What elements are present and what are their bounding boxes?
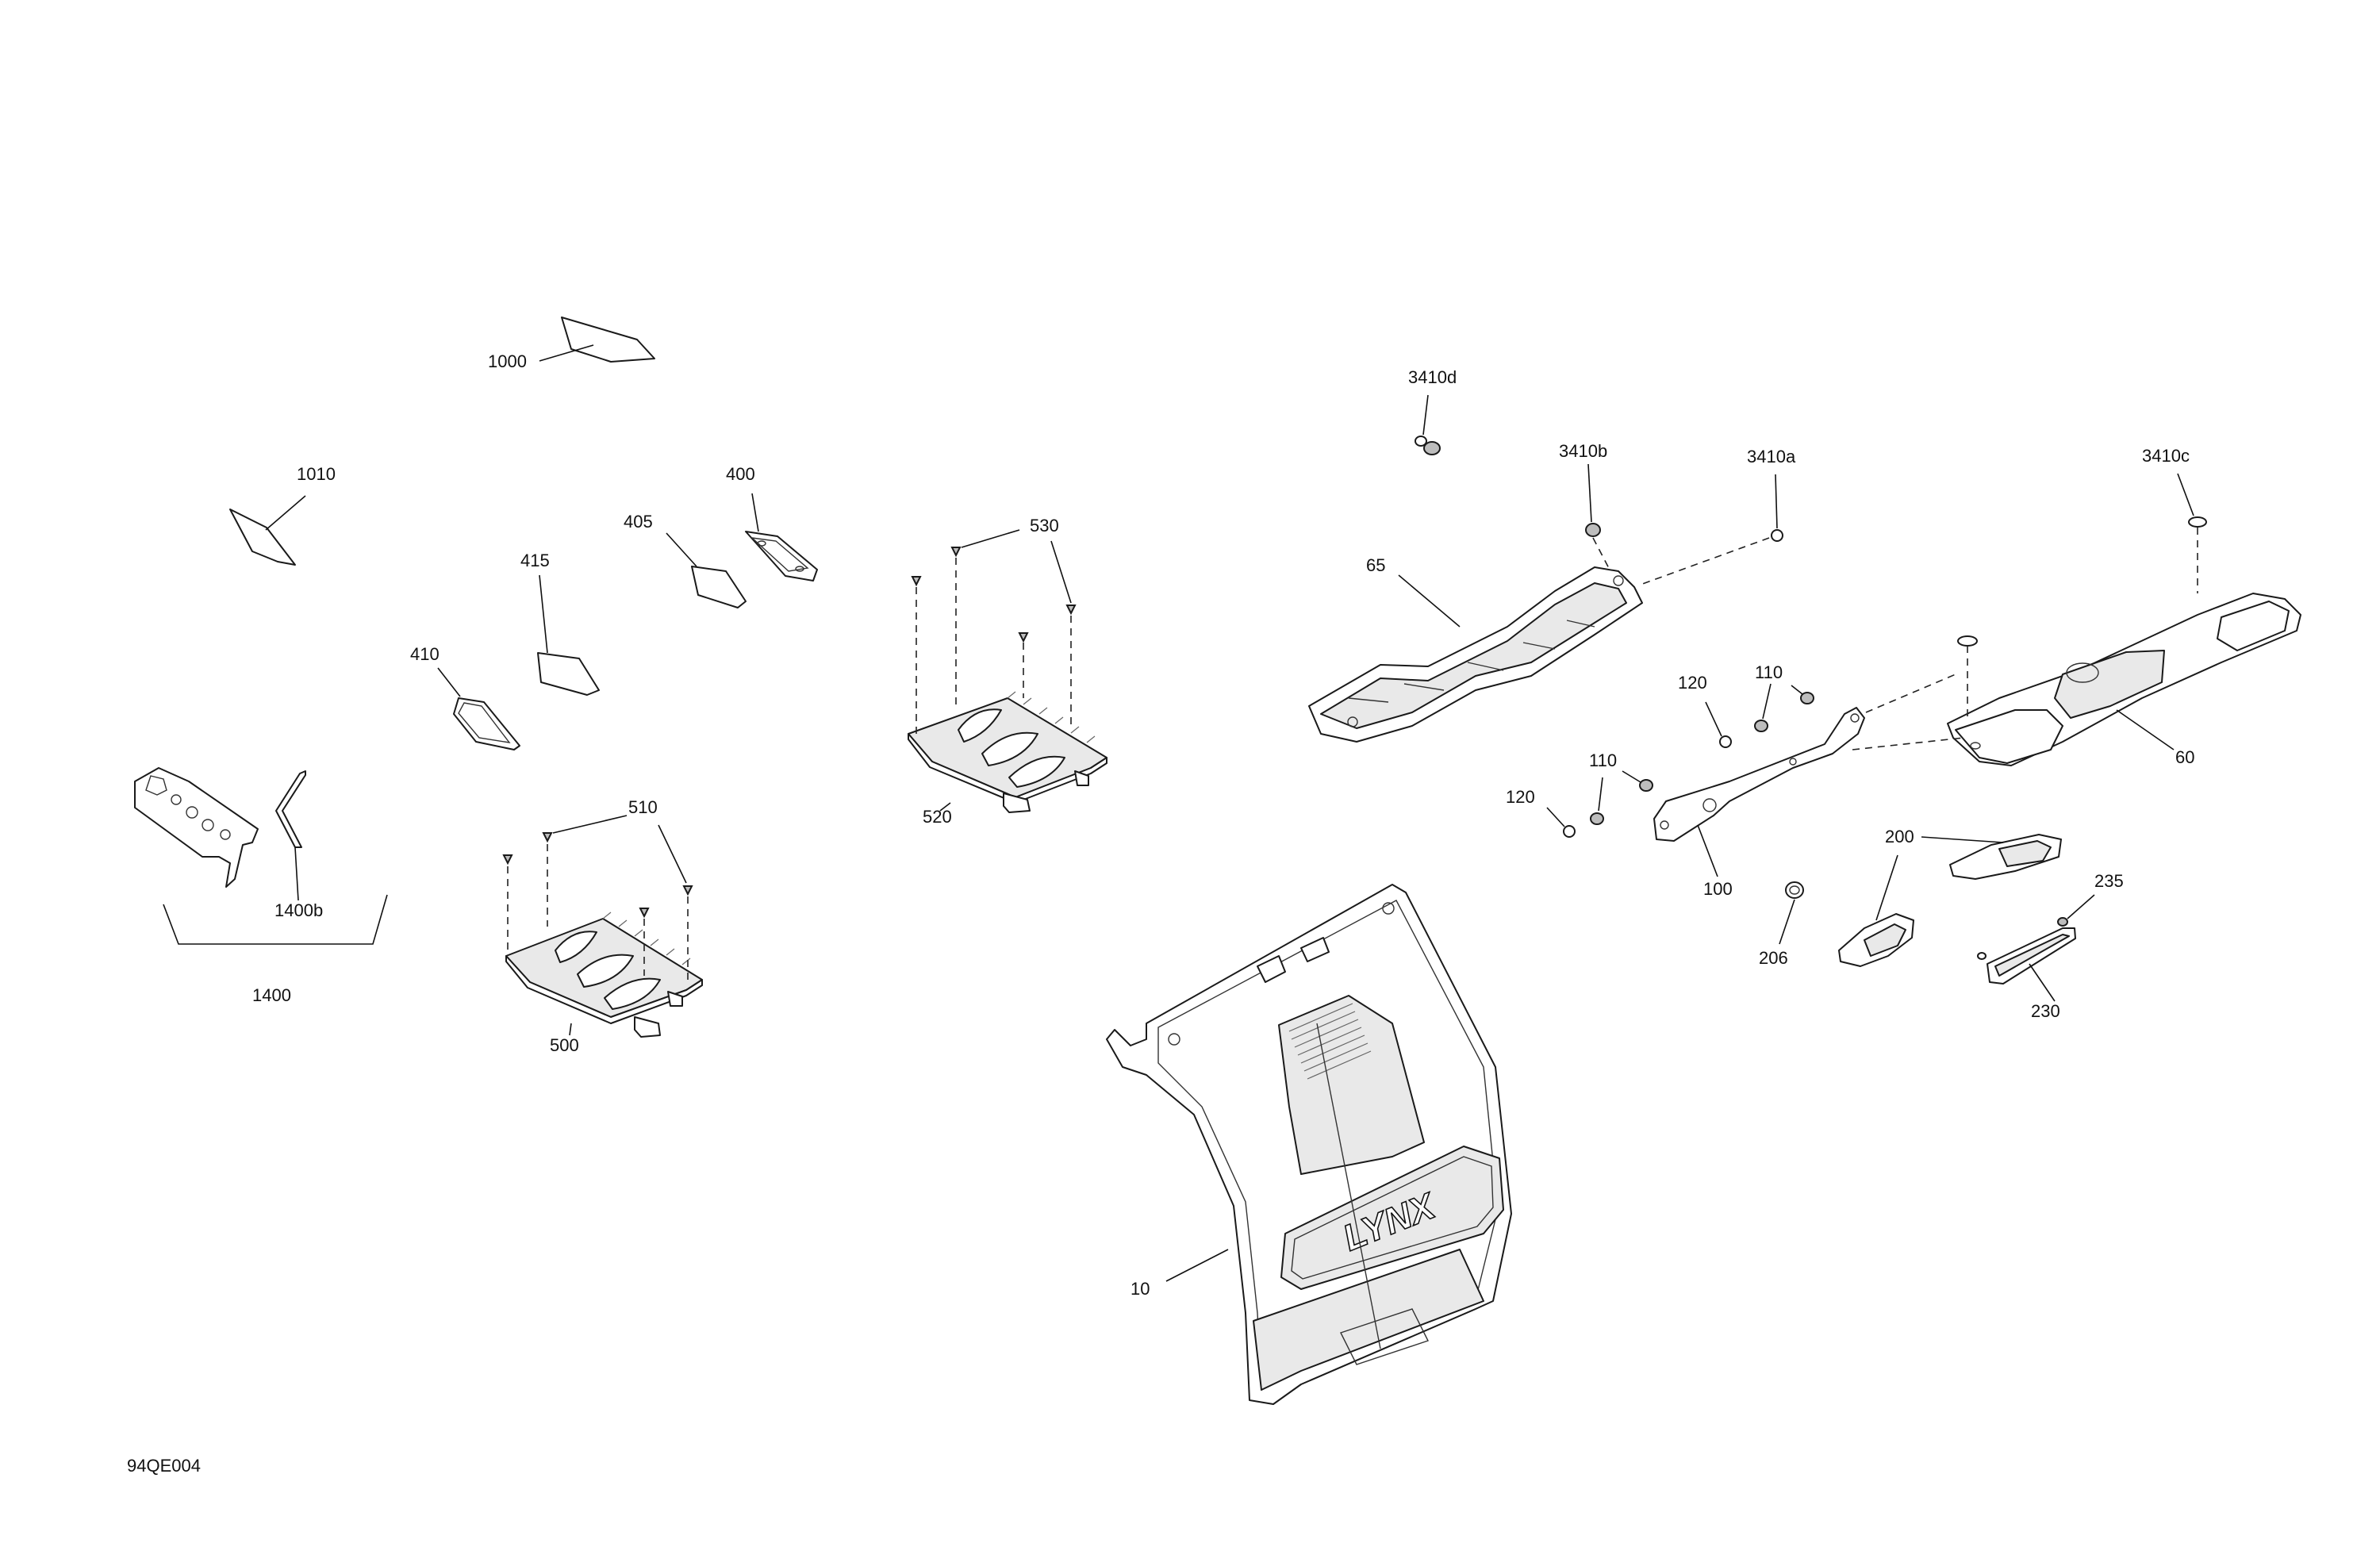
callout-3410a: 3410a (1747, 447, 1796, 466)
callout-415: 415 (520, 551, 550, 570)
callout-120-upper: 120 (1678, 673, 1707, 693)
fastener-3410c[interactable] (2177, 473, 2207, 593)
decal-405[interactable] (666, 532, 747, 608)
rear-cover-10[interactable]: LYNX (1106, 884, 1512, 1405)
lamp-200-upper[interactable] (1921, 834, 2062, 880)
fastener-3410b[interactable] (1585, 463, 1611, 572)
callout-510: 510 (628, 797, 658, 817)
plate-500[interactable] (505, 912, 703, 1038)
callout-110-lower: 110 (1589, 750, 1617, 770)
callout-1400: 1400 (252, 985, 291, 1005)
light-housing-60[interactable] (1947, 593, 2301, 766)
washer-120-lower[interactable] (1546, 807, 1576, 838)
screws-510[interactable] (502, 815, 693, 982)
screws-530[interactable] (911, 529, 1077, 734)
callout-410: 410 (410, 644, 440, 664)
callout-520: 520 (923, 807, 952, 827)
bracket-1400 (163, 894, 388, 945)
bracket-100[interactable] (1653, 674, 1964, 877)
decal-1000[interactable] (539, 317, 655, 363)
callout-1400b: 1400b (274, 900, 323, 920)
callout-1010: 1010 (297, 464, 336, 484)
callout-405: 405 (624, 512, 653, 532)
fastener-3410a[interactable] (1637, 474, 1783, 586)
document-code: 94QE004 (127, 1456, 201, 1476)
callout-1000: 1000 (488, 351, 527, 371)
plate-520[interactable] (908, 691, 1107, 813)
callout-65: 65 (1366, 555, 1385, 575)
nut-110-upper-b[interactable] (1762, 683, 1814, 720)
callout-400: 400 (726, 464, 755, 484)
callout-230: 230 (2031, 1001, 2060, 1021)
callout-200: 200 (1885, 827, 1914, 846)
decal-1010[interactable] (229, 495, 306, 566)
decal-415[interactable] (537, 574, 600, 696)
callout-3410c: 3410c (2142, 446, 2190, 466)
screw-235[interactable] (2057, 894, 2095, 927)
callout-3410d: 3410d (1408, 367, 1457, 387)
callout-3410b: 3410b (1559, 441, 1607, 461)
callout-110-upper: 110 (1755, 662, 1783, 682)
callout-235: 235 (2094, 871, 2124, 891)
callout-10: 10 (1130, 1279, 1150, 1299)
rail-65[interactable] (1308, 566, 1643, 743)
reflector-230[interactable] (1977, 927, 2076, 1002)
lamp-200-lower[interactable] (1838, 854, 1914, 967)
fastener-3410d[interactable] (1415, 394, 1441, 455)
callout-120-lower: 120 (1506, 787, 1535, 807)
callout-60: 60 (2175, 747, 2194, 767)
callout-206: 206 (1759, 948, 1788, 968)
grommet-206[interactable] (1779, 881, 1804, 945)
spanner-wrench-tool[interactable] (134, 767, 259, 888)
decal-410[interactable] (437, 667, 520, 750)
washer-120-upper[interactable] (1705, 701, 1732, 748)
callout-530: 530 (1030, 516, 1059, 535)
nut-110-lower-b[interactable] (1598, 770, 1653, 812)
nut-110-lower-a[interactable] (1590, 812, 1604, 825)
hex-key-tool-1400b[interactable] (275, 770, 306, 901)
nut-110-upper-a[interactable] (1754, 720, 1768, 732)
callout-100: 100 (1703, 879, 1733, 899)
decal-400[interactable] (745, 493, 818, 582)
callout-500: 500 (550, 1035, 579, 1055)
